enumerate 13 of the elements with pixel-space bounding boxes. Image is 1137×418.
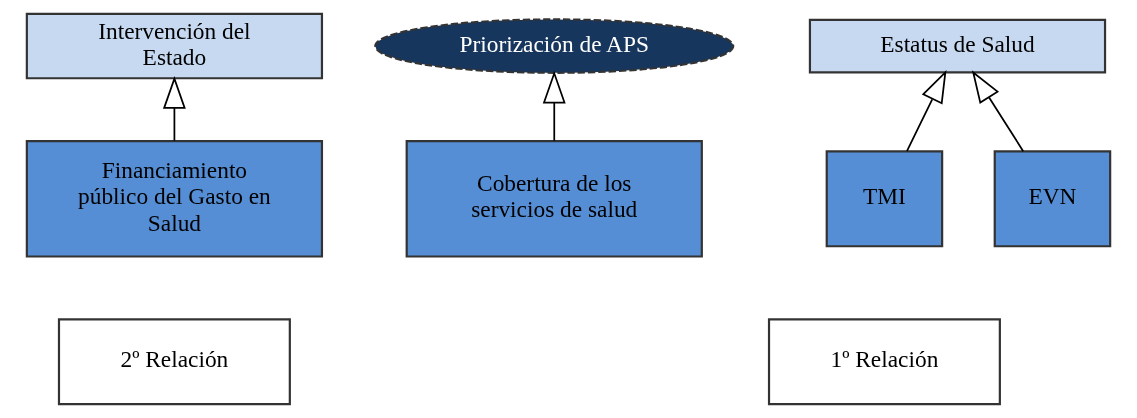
- arrow: [162, 76, 186, 142]
- node-box: 2º Relación: [57, 318, 291, 406]
- node-box: TMI: [825, 150, 944, 248]
- node-box: 1º Relación: [767, 318, 1001, 406]
- node-box: Cobertura de los servicios de salud: [405, 139, 703, 258]
- node-box: EVN: [993, 150, 1112, 248]
- arrow: [971, 70, 1025, 153]
- node-box: Intervención del Estado: [25, 12, 324, 80]
- node-box: Financiamiento público del Gasto en Salud: [25, 139, 324, 258]
- arrow: [542, 70, 566, 142]
- arrow: [906, 70, 947, 153]
- node-ellipse: Priorización de APS: [374, 18, 735, 74]
- node-box: Estatus de Salud: [808, 18, 1107, 74]
